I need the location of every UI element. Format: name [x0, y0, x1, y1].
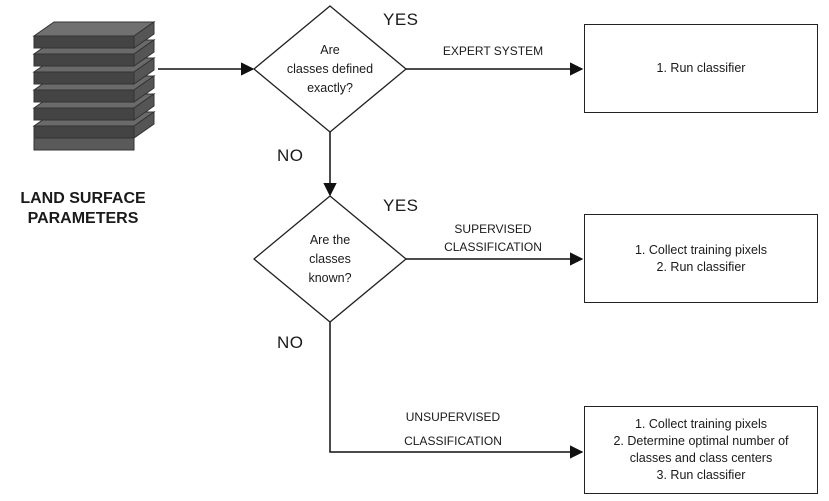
expert-system-label: EXPERT SYSTEM [418, 44, 568, 58]
arrow-decision2-to-unsupervised [329, 322, 584, 459]
supervised-classification-label: SUPERVISED CLASSIFICATION [418, 220, 568, 256]
decision-1-question-line2: classes defined [286, 62, 374, 76]
decision-2-question: Are the classes known? [266, 231, 394, 288]
decision-1-question: Are classes defined exactly? [266, 41, 394, 98]
supervised-steps-box: 1. Collect training pixels 2. Run classi… [584, 214, 818, 303]
unsupervised-step-3: 3. Run classifier [656, 468, 746, 482]
decision-2-question-line3: known? [308, 271, 352, 285]
decision-2-question-line2: classes [309, 252, 351, 266]
decision-1-yes-label: YES [383, 10, 419, 29]
input-label-line2: PARAMETERS [27, 210, 139, 227]
unsupervised-step-2-continued: classes and class centers [629, 451, 773, 465]
decision-2-question-line1: Are the [309, 233, 351, 247]
supervised-step-1: 1. Collect training pixels [634, 242, 767, 257]
layer-stack-icon [32, 21, 156, 151]
decision-1-no-label: NO [277, 146, 304, 165]
decision-2-yes-label: YES [383, 196, 419, 215]
unsupervised-step-2: 2. Determine optimal number of [613, 434, 789, 448]
input-label: LAND SURFACE PARAMETERS [8, 189, 158, 229]
expert-step-1: 1. Run classifier [656, 61, 746, 75]
expert-system-label-line1: EXPERT SYSTEM [442, 44, 544, 58]
unsupervised-classification-label: UNSUPERVISED CLASSIFICATION [378, 405, 528, 453]
unsupervised-steps-box: 1. Collect training pixels 2. Determine … [584, 406, 818, 494]
unsupervised-step-1: 1. Collect training pixels [634, 417, 767, 431]
supervised-step-2: 2. Run classifier [656, 259, 746, 274]
unsupervised-label-line2: CLASSIFICATION [404, 434, 502, 448]
decision-1-question-line3: exactly? [307, 81, 353, 95]
supervised-label-line2: CLASSIFICATION [444, 240, 542, 254]
decision-1-question-line1: Are [320, 43, 340, 57]
decision-2-no-label: NO [277, 333, 304, 352]
unsupervised-label-line1: UNSUPERVISED [405, 410, 501, 424]
expert-system-steps-box: 1. Run classifier [584, 24, 818, 113]
supervised-label-line1: SUPERVISED [454, 222, 532, 236]
input-label-line1: LAND SURFACE [20, 190, 146, 207]
